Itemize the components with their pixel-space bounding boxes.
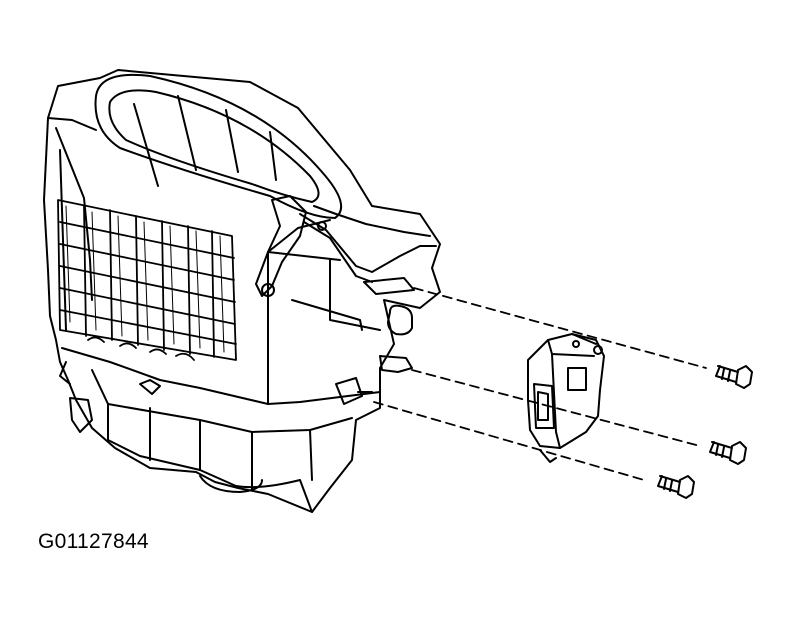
housing-grille	[57, 199, 237, 361]
screw-upper	[715, 365, 753, 389]
alignment-line-upper	[413, 287, 707, 369]
alignment-lines	[373, 287, 707, 481]
alignment-line-lower	[373, 401, 645, 481]
figure-caption: G01127844	[38, 530, 149, 553]
mounting-bosses	[335, 277, 415, 405]
blower-housing	[43, 69, 441, 513]
alignment-line-middle	[411, 369, 701, 447]
screw-lower	[657, 475, 695, 499]
linkage-arm	[255, 195, 437, 297]
screw-middle	[709, 441, 747, 465]
resistor-module	[527, 333, 605, 463]
